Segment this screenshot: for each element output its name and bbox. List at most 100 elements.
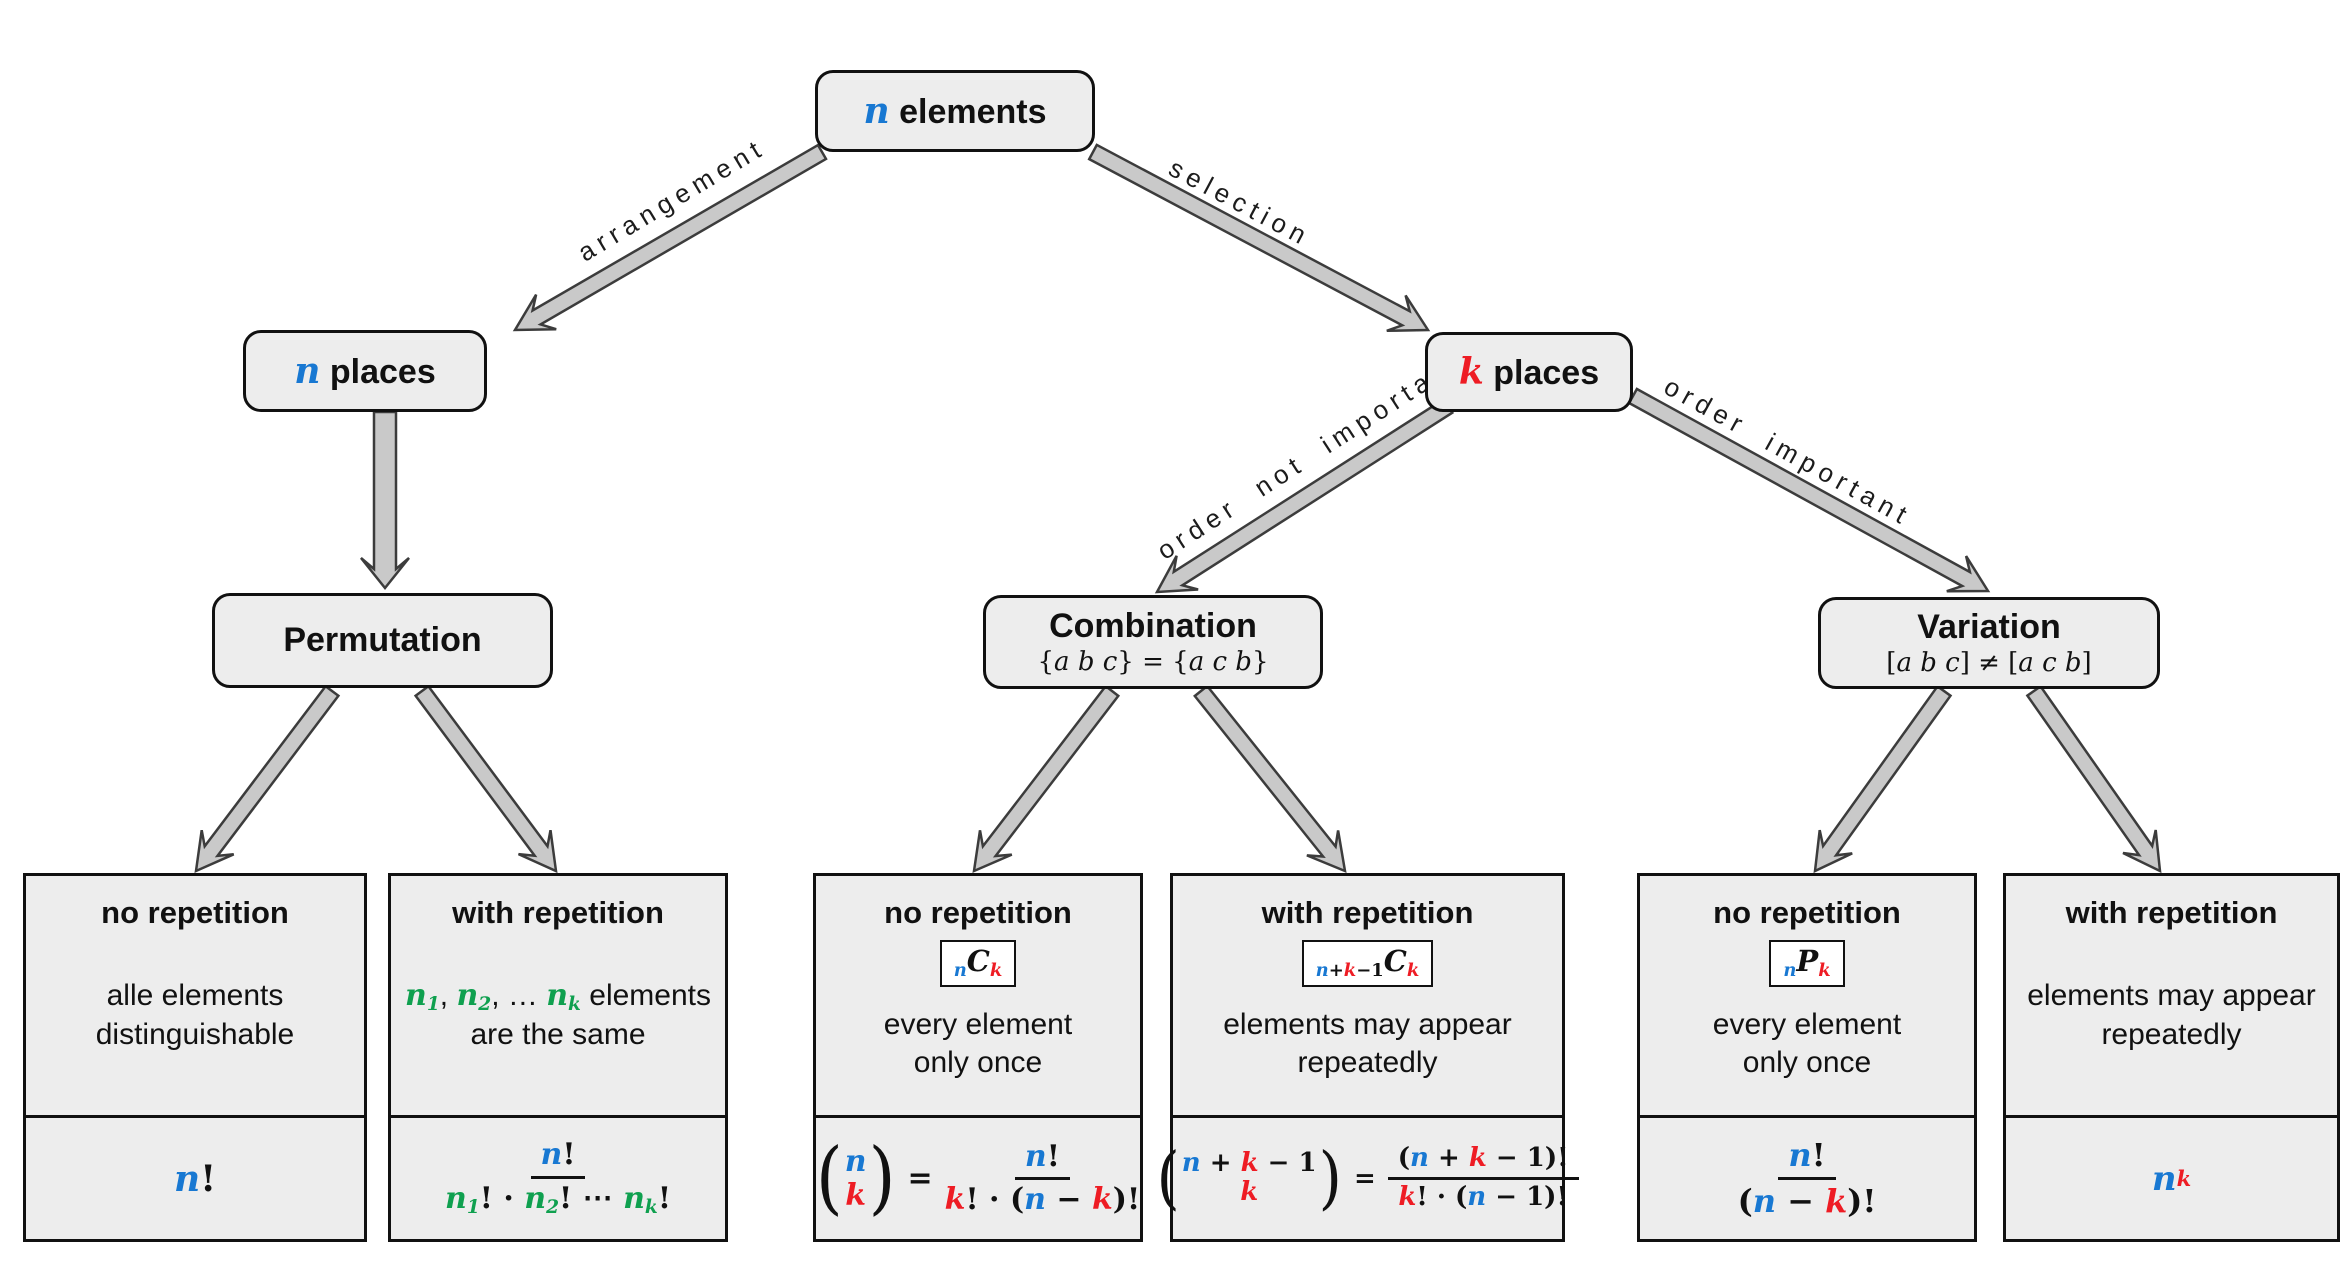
description-line: distinguishable (96, 1016, 294, 1054)
math-seg: only once (913, 1046, 1043, 1080)
node-k-places-title: k places (1459, 352, 1599, 392)
leaf-description: elements may appear repeatedly (2027, 977, 2316, 1053)
math-seg: + (1328, 960, 1344, 982)
math-seg: n (1024, 1138, 1047, 1174)
numerator: n! (1778, 1136, 1836, 1180)
math-seg: n (1315, 960, 1329, 982)
leaf-heading: no repetition (101, 895, 289, 930)
formula-symbol-badge: nCk (939, 940, 1017, 988)
flow-arrow (512, 143, 828, 332)
description-line: alle elements (96, 977, 294, 1015)
math-seg: repeatedly (2101, 1017, 2242, 1051)
math-seg: ! (1046, 1138, 1060, 1174)
brow: k (845, 1177, 867, 1213)
math-seg: ! · ( (1416, 1182, 1468, 1212)
math-seg: )! (1112, 1182, 1141, 1217)
paren: ) (1318, 1137, 1342, 1218)
flow-arrow (1193, 684, 1347, 874)
math-seg: ! ⋯ (559, 1180, 624, 1216)
math-seg: ( (1737, 1182, 1753, 1220)
math-seg: 1 (426, 993, 440, 1015)
denominator: (n − k)! (1738, 1180, 1877, 1220)
math-seg: } = { (1117, 646, 1189, 677)
description-line: repeatedly (2027, 1016, 2316, 1054)
leaf-description: every element only once (884, 1006, 1072, 1082)
math-seg: k (1398, 1182, 1417, 1212)
math-seg: n (1410, 1143, 1429, 1174)
math-seg: ] (2081, 647, 2092, 678)
description-line: n1, n2, … nk elements (405, 977, 711, 1017)
math-seg: n (1467, 1182, 1487, 1212)
node-permutation-title: Permutation (283, 621, 482, 660)
node-combination-subtitle: {a b c} = {a c b} (1037, 646, 1269, 678)
math-seg: n (405, 977, 427, 1013)
numerator: (n + k − 1)! (1387, 1143, 1579, 1180)
math-seg: n (456, 977, 479, 1013)
math-seg: repeatedly (1297, 1046, 1438, 1080)
math-seg: 2 (478, 993, 492, 1015)
leaf-body: with repetition elements may appear repe… (2006, 876, 2337, 1115)
math-seg: C (1383, 944, 1407, 979)
math-seg: ! · ( (965, 1182, 1025, 1217)
leaf-description: n1, n2, … nk elements are the same (405, 977, 711, 1055)
leaf-variation-no-repetition: no repetition nPk every element only onc… (1637, 873, 1977, 1242)
leaf-formula: n! (26, 1115, 364, 1239)
math-seg: every element (883, 1008, 1073, 1042)
math-seg: [ (1886, 647, 1897, 678)
math-seg: only once (1742, 1046, 1872, 1080)
math-seg: a b c (1896, 647, 1960, 678)
leaf-combination-no-repetition: no repetition nCk every element only onc… (813, 873, 1143, 1242)
math-seg: n (1024, 1182, 1046, 1217)
math-seg: are the same (470, 1018, 646, 1052)
math-seg: = (1353, 1163, 1376, 1194)
math-seg: , … (491, 978, 547, 1012)
math-seg: n (863, 89, 890, 132)
math-seg: n (623, 1180, 645, 1216)
math-seg: ! (1811, 1136, 1826, 1175)
math-seg: ! (657, 1180, 671, 1216)
flow-arrow (1154, 397, 1455, 594)
math-seg: ! (562, 1137, 576, 1173)
leaf-body: no repetition nCk every element only onc… (816, 876, 1140, 1115)
math-seg: { (1037, 646, 1055, 677)
node-variation: Variation [a b c] ≠ [a c b] (1818, 597, 2160, 689)
leaf-combination-with-repetition: with repetition n+k−1Ck elements may app… (1156, 873, 1579, 1242)
leaf-formula: n!(n − k)! (1640, 1115, 1974, 1239)
math-seg: P (1796, 944, 1819, 979)
flow-arrow (360, 410, 410, 591)
description-line: elements may appear (2027, 977, 2316, 1015)
node-n-places: n places (243, 330, 487, 412)
node-variation-title: Variation (1917, 607, 2061, 646)
math-seg: − 1 (1258, 1148, 1317, 1179)
math-seg: places (320, 352, 436, 391)
math-seg: elements may appear (2027, 979, 2316, 1013)
math-seg: n (445, 1180, 467, 1216)
denominator: n1! · n2! ⋯ nk! (445, 1179, 671, 1219)
math-seg: k (845, 1177, 867, 1213)
fraction: n!(n − k)! (1738, 1137, 1877, 1220)
formula-symbol-badge: n+k−1Ck (1301, 940, 1434, 988)
leaf-description: alle elements distinguishable (96, 977, 294, 1053)
brow: k (1240, 1178, 1258, 1207)
description-line: only once (884, 1044, 1072, 1082)
node-combination: Combination {a b c} = {a c b} (983, 595, 1323, 689)
flow-arrow (1813, 684, 1953, 874)
flow-arrow (413, 684, 558, 874)
denominator: k! · (n − k)! (945, 1180, 1141, 1218)
node-n-elements: n elements (815, 70, 1095, 152)
math-seg: − 1)! (1486, 1182, 1568, 1212)
leaf-permutation-no-repetition: no repetition alle elements distinguisha… (23, 873, 367, 1242)
math-seg: ] ≠ [ (1959, 647, 2019, 678)
leaf-description: every element only once (1713, 1006, 1901, 1082)
math-seg: k (1406, 960, 1420, 982)
paren: ( (1156, 1137, 1180, 1218)
math-seg: n (174, 1157, 201, 1200)
math-seg: k (2176, 1166, 2192, 1191)
leaf-body: no repetition nPk every element only onc… (1640, 876, 1974, 1115)
